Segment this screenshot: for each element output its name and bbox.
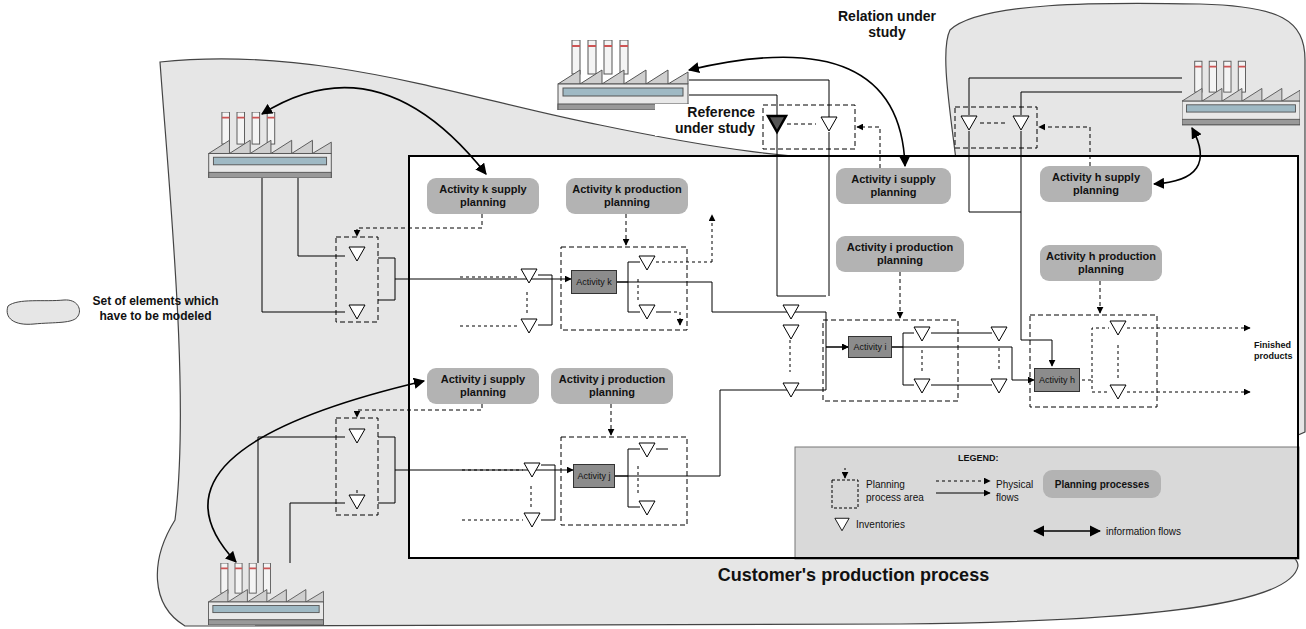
inventories: [349, 116, 1126, 527]
reference-inventory: [768, 116, 786, 132]
activity-box: Activity h: [1034, 368, 1080, 392]
box-text: Activity k supply planning: [431, 183, 535, 209]
planning-box: Activity i supply planning: [836, 168, 951, 204]
callout-label: Relation under study: [835, 8, 939, 40]
process-heading: Customer's production process: [410, 565, 1297, 586]
box-text: Activity k: [576, 277, 612, 287]
box-text: Activity j supply planning: [431, 373, 535, 399]
activity-box: Activity j: [573, 464, 615, 488]
physical-flow: [615, 347, 848, 476]
supplier-factory: [558, 40, 688, 110]
planning-box: Activity h supply planning: [1040, 166, 1152, 202]
physical-flow: [892, 347, 1034, 380]
activity-box: Activity i: [848, 336, 892, 358]
process-frame: Customer's production processActivity k …: [408, 155, 1299, 559]
supplier-factory: [1182, 61, 1300, 125]
planning-box: Activity k supply planning: [427, 178, 539, 214]
box-text: Activity h production planning: [1044, 250, 1158, 276]
activity-box: Activity k: [571, 270, 617, 294]
supplier-factory: [208, 563, 323, 625]
planning-box: Activity j supply planning: [427, 368, 539, 404]
legend-text: Set of elements which have to be modeled: [88, 294, 223, 324]
box-text: Activity h: [1039, 375, 1075, 385]
legend-text: Inventories: [856, 518, 936, 531]
legend-swatch: [4, 296, 84, 328]
dotted-flows: [357, 215, 1250, 520]
legend-text: information flows: [1106, 525, 1216, 538]
callout-label: Reference under study: [655, 104, 757, 136]
box-text: Activity j: [577, 471, 610, 481]
box-text: Activity j production planning: [555, 373, 669, 399]
planning-areas: [336, 105, 1157, 525]
legend-swatch: [7, 300, 79, 324]
legend-text: Planning processes: [1043, 478, 1161, 491]
supplier-factory: [209, 112, 332, 178]
physical-flow: [617, 282, 848, 347]
legend-title: LEGEND:: [958, 453, 1018, 464]
box-text: Activity i supply planning: [840, 173, 947, 199]
box-text: Activity i production planning: [840, 241, 960, 267]
box-text: Activity i: [853, 342, 886, 352]
output-label: Finished products: [1254, 340, 1304, 362]
process-area: [408, 155, 1299, 559]
planning-box: Activity i production planning: [836, 236, 964, 272]
legend-text: Planning process area: [866, 478, 928, 504]
planning-box: Activity k production planning: [566, 178, 688, 214]
box-text: Activity h supply planning: [1044, 171, 1148, 197]
planning-links: [357, 123, 1100, 435]
legend-text: Physical flows: [996, 478, 1048, 504]
legend-panel: [795, 447, 1299, 559]
box-text: Activity k production planning: [570, 183, 684, 209]
information-flows: [208, 57, 1200, 562]
physical-flows: [258, 78, 1182, 563]
planning-box: Activity h production planning: [1040, 245, 1162, 281]
planning-box: Activity j production planning: [551, 368, 673, 404]
